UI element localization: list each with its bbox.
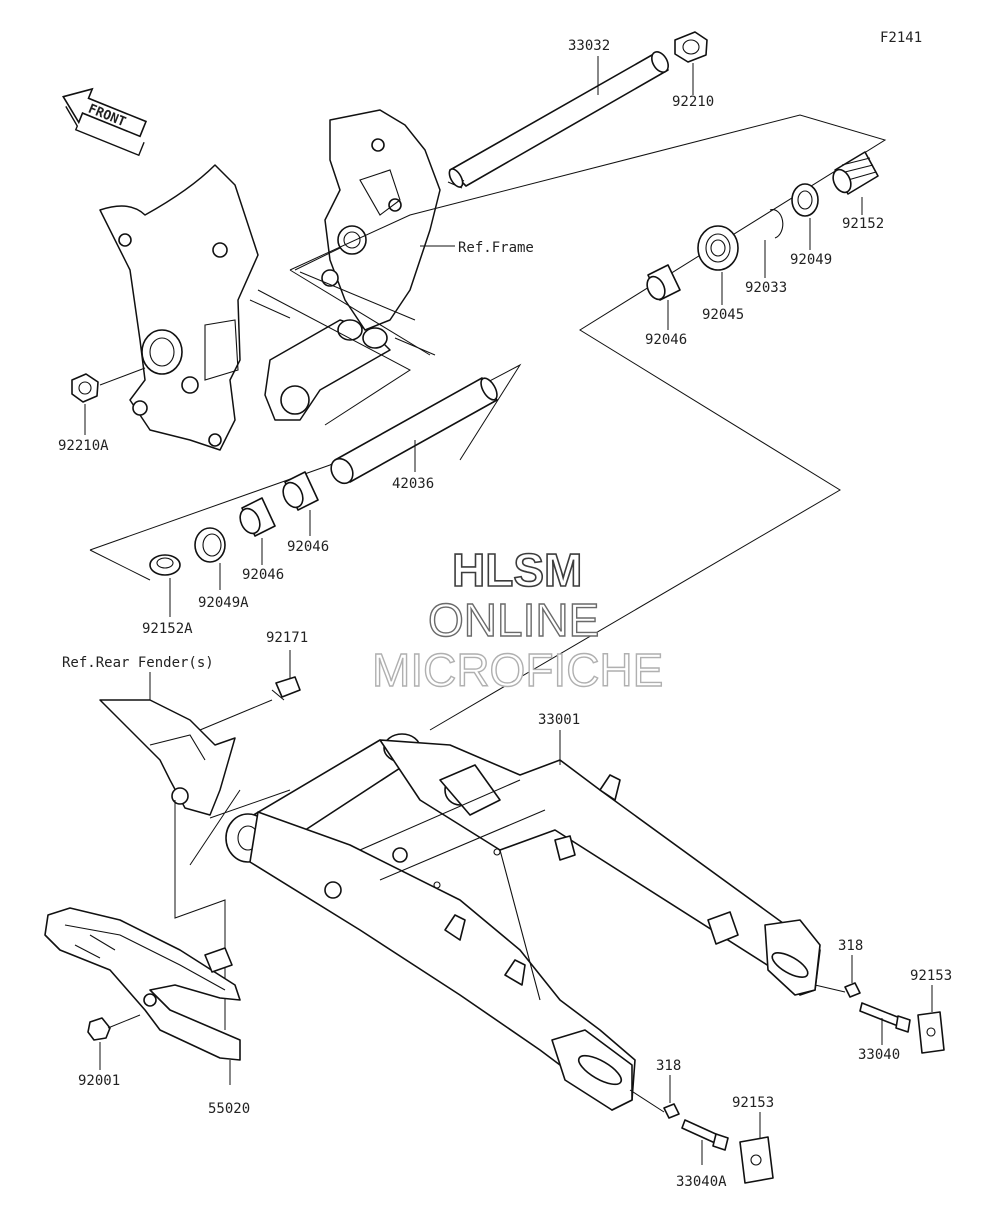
seal-92152 [832, 151, 879, 195]
nut-318-lower [663, 1103, 680, 1119]
swingarm-33001 [225, 733, 821, 1111]
pivot-shaft-33032 [447, 51, 669, 189]
callout-55020: 55020 [208, 1101, 250, 1117]
callout-92046-c: 92046 [242, 567, 284, 583]
callout-92049: 92049 [790, 252, 832, 268]
bearing-92046-mid [282, 471, 319, 511]
callout-92046-a: 92046 [645, 332, 687, 348]
front-arrow: FRONT [62, 87, 148, 157]
circlip-92033 [769, 209, 784, 239]
bearing-92046-upper [646, 264, 681, 301]
bolt-92153-upper [859, 1002, 911, 1033]
bearing-92045 [697, 225, 739, 271]
callout-92152A: 92152A [142, 621, 193, 637]
nut-92210A [71, 367, 146, 403]
nut-318-upper [844, 982, 861, 998]
watermark-line1: HLSM [452, 544, 582, 596]
callout-92210A: 92210A [58, 438, 109, 454]
watermark-line3: MICROFICHE [372, 644, 663, 696]
callout-92033: 92033 [745, 280, 787, 296]
callout-42036: 42036 [392, 476, 434, 492]
callout-33040: 92153 [910, 968, 952, 984]
frame-reference-drawing [99, 109, 441, 451]
bolt-92153-lower [681, 1119, 729, 1151]
callout-92046-b: 92046 [287, 539, 329, 555]
watermark-line2: ONLINE [428, 594, 599, 646]
clip-92171 [271, 676, 301, 701]
nut-92210 [674, 31, 708, 63]
seal-92049A [194, 527, 226, 563]
callout-33001: 33001 [538, 712, 580, 728]
callout-33032: 33032 [568, 38, 610, 54]
callout-318-a: 318 [838, 938, 863, 954]
figure-code: F2141 [880, 30, 922, 46]
callout-92171: 92171 [266, 630, 308, 646]
callout-92049A: 92049A [198, 595, 249, 611]
callout-92001: 92001 [78, 1073, 120, 1089]
ref-frame-label: Ref.Frame [458, 240, 534, 256]
ref-rear-fender-label: Ref.Rear Fender(s) [62, 655, 214, 671]
bolt-92001 [87, 1014, 141, 1041]
sleeve-42036 [330, 377, 498, 485]
bearing-92046-lower [239, 497, 276, 537]
callout-92045: 92045 [702, 307, 744, 323]
callout-92153-b: 33040A [676, 1174, 727, 1190]
callout-92152: 92152 [842, 216, 884, 232]
rear-fender-reference-drawing [99, 699, 236, 816]
chain-guard-55020 [44, 907, 241, 1061]
adjuster-33040 [917, 1011, 945, 1054]
adjuster-33040A [739, 1136, 774, 1184]
callout-92210: 92210 [672, 94, 714, 110]
cap-92152A [149, 554, 181, 576]
callout-318-b: 318 [656, 1058, 681, 1074]
seal-92049 [791, 183, 819, 217]
callout-33040A: 92153 [732, 1095, 774, 1111]
callout-92153-a: 33040 [858, 1047, 900, 1063]
